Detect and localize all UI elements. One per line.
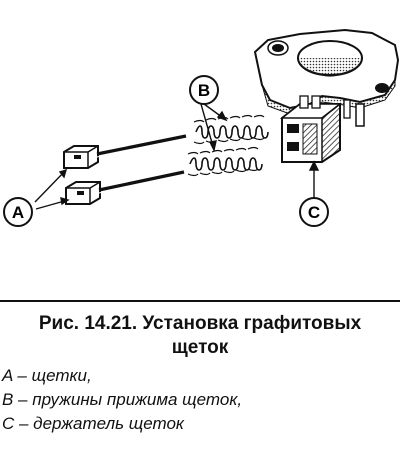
legend-item-c: C – держатель щеток: [2, 414, 184, 433]
legend-item-b: B – пружины прижима щеток,: [2, 390, 243, 409]
figure-caption: Рис. 14.21. Установка графитовых щеток: [0, 312, 400, 360]
callout-c-label: C: [308, 203, 320, 222]
callout-c: C: [299, 197, 329, 227]
spring-lower: [187, 146, 263, 177]
callout-b: B: [189, 75, 219, 105]
callout-b-label: B: [198, 81, 210, 100]
callout-a-label: A: [12, 203, 24, 222]
figure-illustration: A B C: [0, 28, 400, 302]
legend-item-a: A – щетки,: [2, 366, 92, 385]
brush-holder: [253, 28, 400, 164]
brush-holder-drawing: A B C: [3, 28, 400, 227]
caption-title-line2: щеток: [171, 337, 229, 358]
brush-upper: [63, 134, 187, 169]
caption-title-line1: Рис. 14.21. Установка графитовых: [38, 313, 362, 334]
callout-a: A: [3, 197, 33, 227]
figure-legend: A – щетки, B – пружины прижима щеток, C …: [2, 364, 398, 436]
brush-lower: [65, 170, 185, 205]
leader-lines: [34, 103, 320, 210]
